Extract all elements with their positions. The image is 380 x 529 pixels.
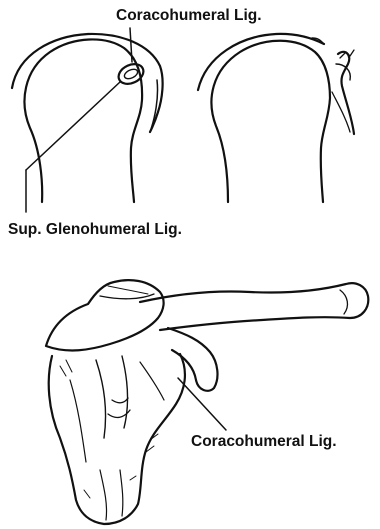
leader-sup-glenohumeral [26,82,120,170]
right-humerus-diagram [198,34,354,202]
label-coracohumeral-bottom: Coracohumeral Lig. [191,434,337,450]
left-humerus-diagram [12,28,163,212]
right-humerus-outline [211,41,330,202]
coracoid-process [168,328,217,391]
humeral-capsule [49,354,185,524]
leader-top-coracohumeral [130,28,132,62]
label-sup-glenohumeral: Sup. Glenohumeral Lig. [8,222,182,238]
left-humerus-outline [25,39,143,202]
acromion [46,280,164,350]
left-capsule-arc [12,34,163,132]
clavicle [140,283,368,330]
leader-bottom-coracohumeral [178,378,226,430]
shoulder-illustration [46,280,368,524]
label-coracohumeral-top: Coracohumeral Lig. [116,8,262,24]
